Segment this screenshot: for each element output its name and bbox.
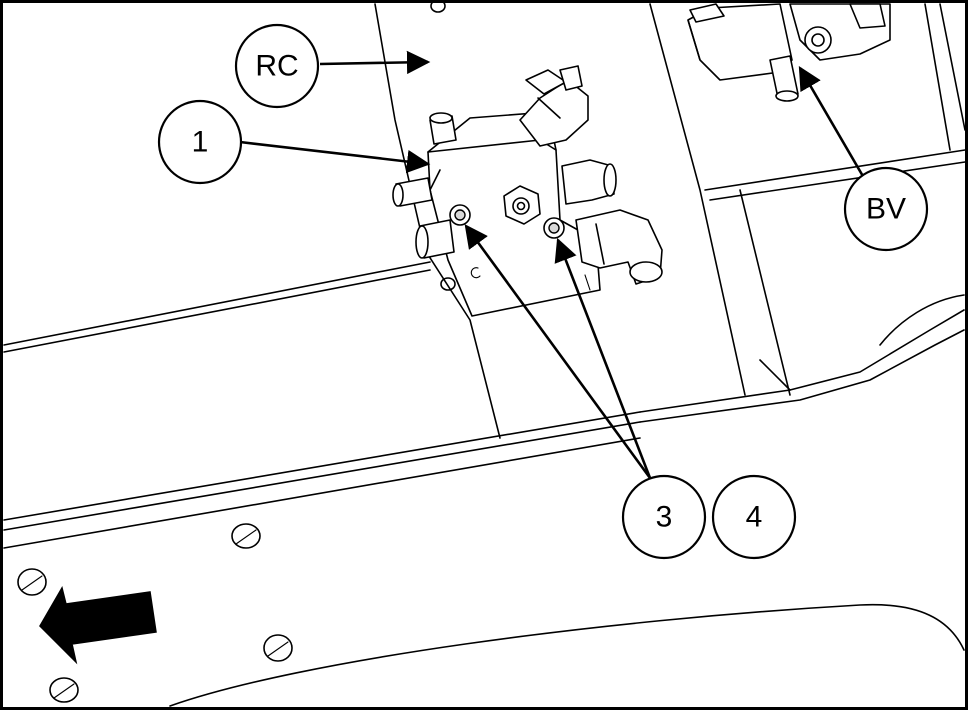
callout-4-label: 4 [746, 501, 763, 534]
frame-holes [17, 0, 456, 703]
leader-lines [239, 50, 866, 479]
callout-rc: RC [234, 23, 320, 109]
callout-3-label: 3 [656, 501, 673, 534]
callout-4: 4 [711, 474, 797, 560]
frame-structure [3, 3, 966, 707]
callout-3: 3 [621, 474, 707, 560]
callout-1-label: 1 [192, 126, 209, 159]
callout-bv: BV [843, 166, 929, 252]
valve-manifold [392, 65, 663, 317]
callout-1: 1 [157, 99, 243, 185]
callout-rc-label: RC [255, 50, 298, 83]
bv-valve-block [687, 3, 891, 102]
callout-bv-label: BV [866, 193, 906, 226]
arrow-left-icon [39, 586, 157, 665]
